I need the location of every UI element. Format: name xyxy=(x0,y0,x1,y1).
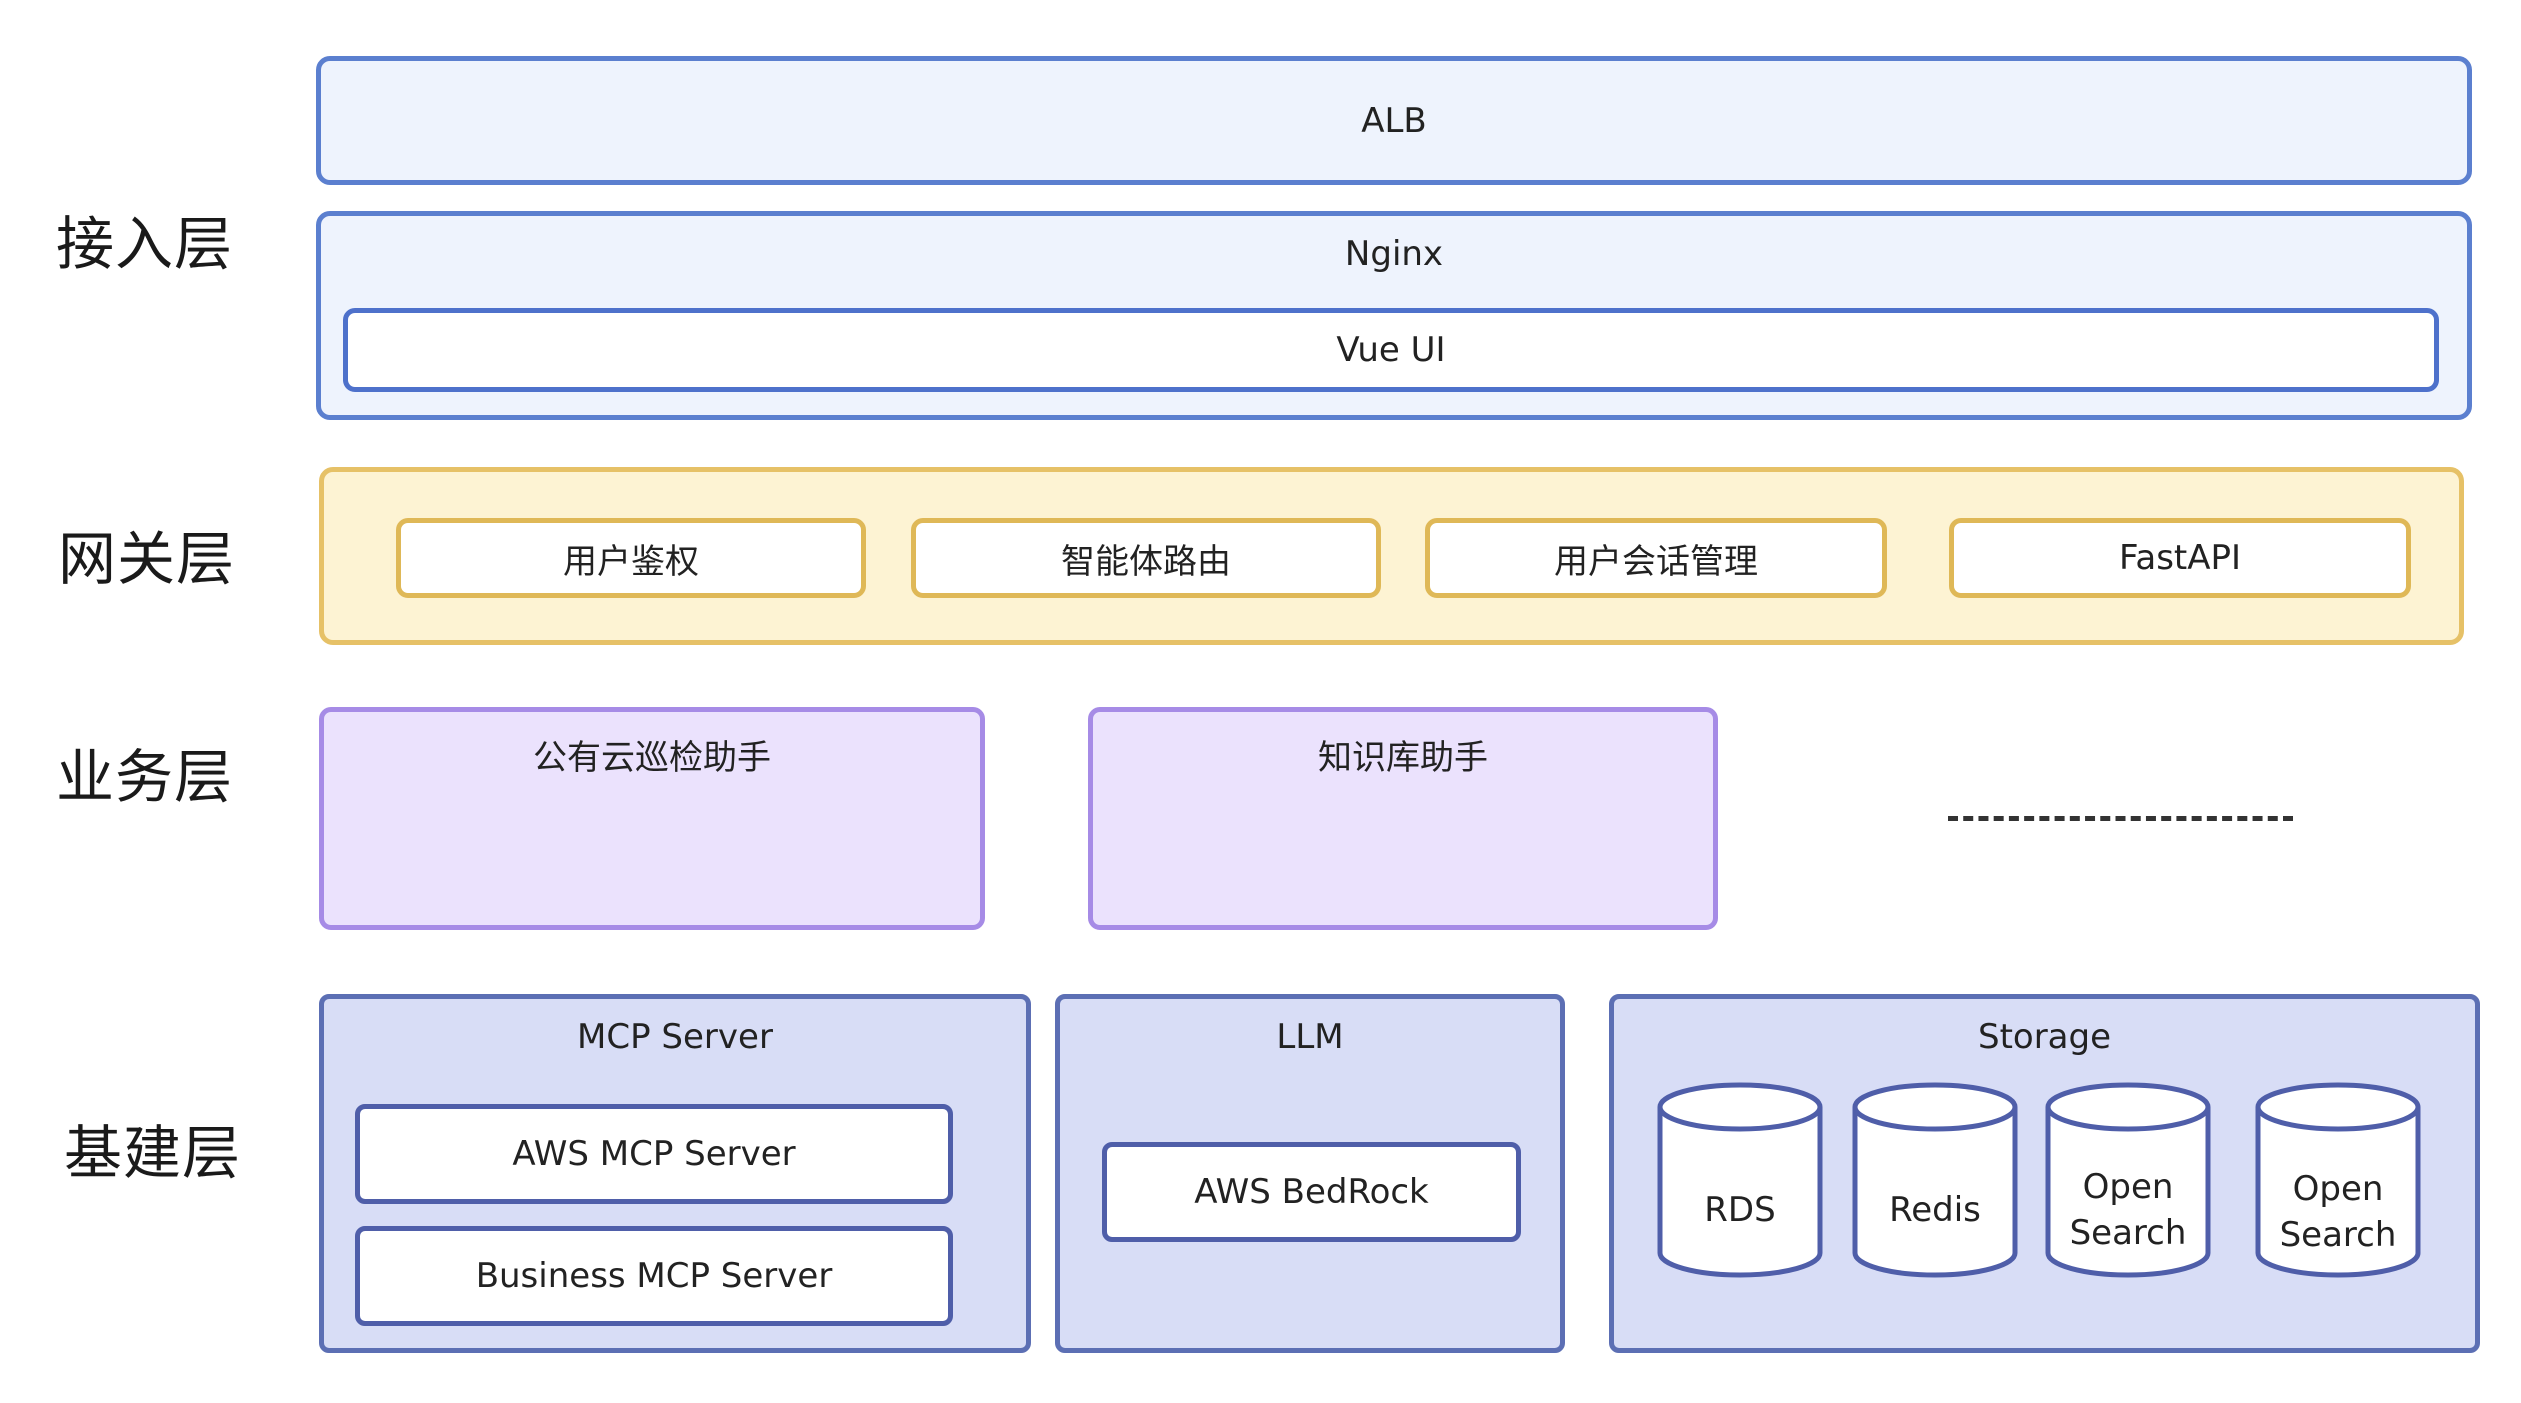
gateway-item-label: 用户会话管理 xyxy=(1554,541,1758,582)
nginx-label: Nginx xyxy=(1344,234,1444,274)
layer-label-gateway: 网关层 xyxy=(58,525,236,593)
alb-label: ALB xyxy=(1361,100,1427,141)
vue-ui-label: Vue UI xyxy=(1336,330,1446,370)
alb-box: ALB xyxy=(316,56,2472,185)
gateway-item-session-management: 用户会话管理 xyxy=(1425,518,1887,598)
aws-mcp-server-box: AWS MCP Server xyxy=(355,1104,953,1204)
business-mcp-server-box: Business MCP Server xyxy=(355,1226,953,1326)
storage-title: Storage xyxy=(1977,1017,2112,1057)
gateway-item-fastapi: FastAPI xyxy=(1949,518,2411,598)
business-box-cloud-inspection: 公有云巡检助手 xyxy=(319,707,985,930)
layer-label-access: 接入层 xyxy=(56,210,234,278)
gateway-item-auth: 用户鉴权 xyxy=(396,518,866,598)
gateway-item-label: 用户鉴权 xyxy=(563,541,699,582)
business-mcp-server-label: Business MCP Server xyxy=(475,1256,833,1296)
gateway-item-agent-routing: 智能体路由 xyxy=(911,518,1381,598)
business-item-label: 公有云巡检助手 xyxy=(533,738,771,778)
llm-title: LLM xyxy=(1276,1017,1344,1057)
business-box-knowledge-base: 知识库助手 xyxy=(1088,707,1718,930)
mcp-server-title: MCP Server xyxy=(577,1017,773,1057)
aws-bedrock-label: AWS BedRock xyxy=(1194,1172,1429,1212)
gateway-box: 用户鉴权 智能体路由 用户会话管理 FastAPI xyxy=(319,467,2464,645)
more-services-dashes xyxy=(1948,816,2293,821)
vue-ui-box: Vue UI xyxy=(343,308,2439,392)
aws-bedrock-box: AWS BedRock xyxy=(1102,1142,1521,1242)
gateway-item-label: 智能体路由 xyxy=(1061,541,1231,582)
layer-label-business: 业务层 xyxy=(56,743,234,811)
gateway-item-label: FastAPI xyxy=(2118,538,2242,578)
layer-label-infra: 基建层 xyxy=(64,1119,242,1187)
aws-mcp-server-label: AWS MCP Server xyxy=(512,1134,796,1174)
nginx-box: Nginx Vue UI xyxy=(316,211,2472,420)
llm-group: LLM AWS BedRock xyxy=(1055,994,1565,1353)
mcp-server-group: MCP Server AWS MCP Server Business MCP S… xyxy=(319,994,1031,1353)
business-item-label: 知识库助手 xyxy=(1318,738,1488,778)
storage-group: Storage xyxy=(1609,994,2480,1353)
